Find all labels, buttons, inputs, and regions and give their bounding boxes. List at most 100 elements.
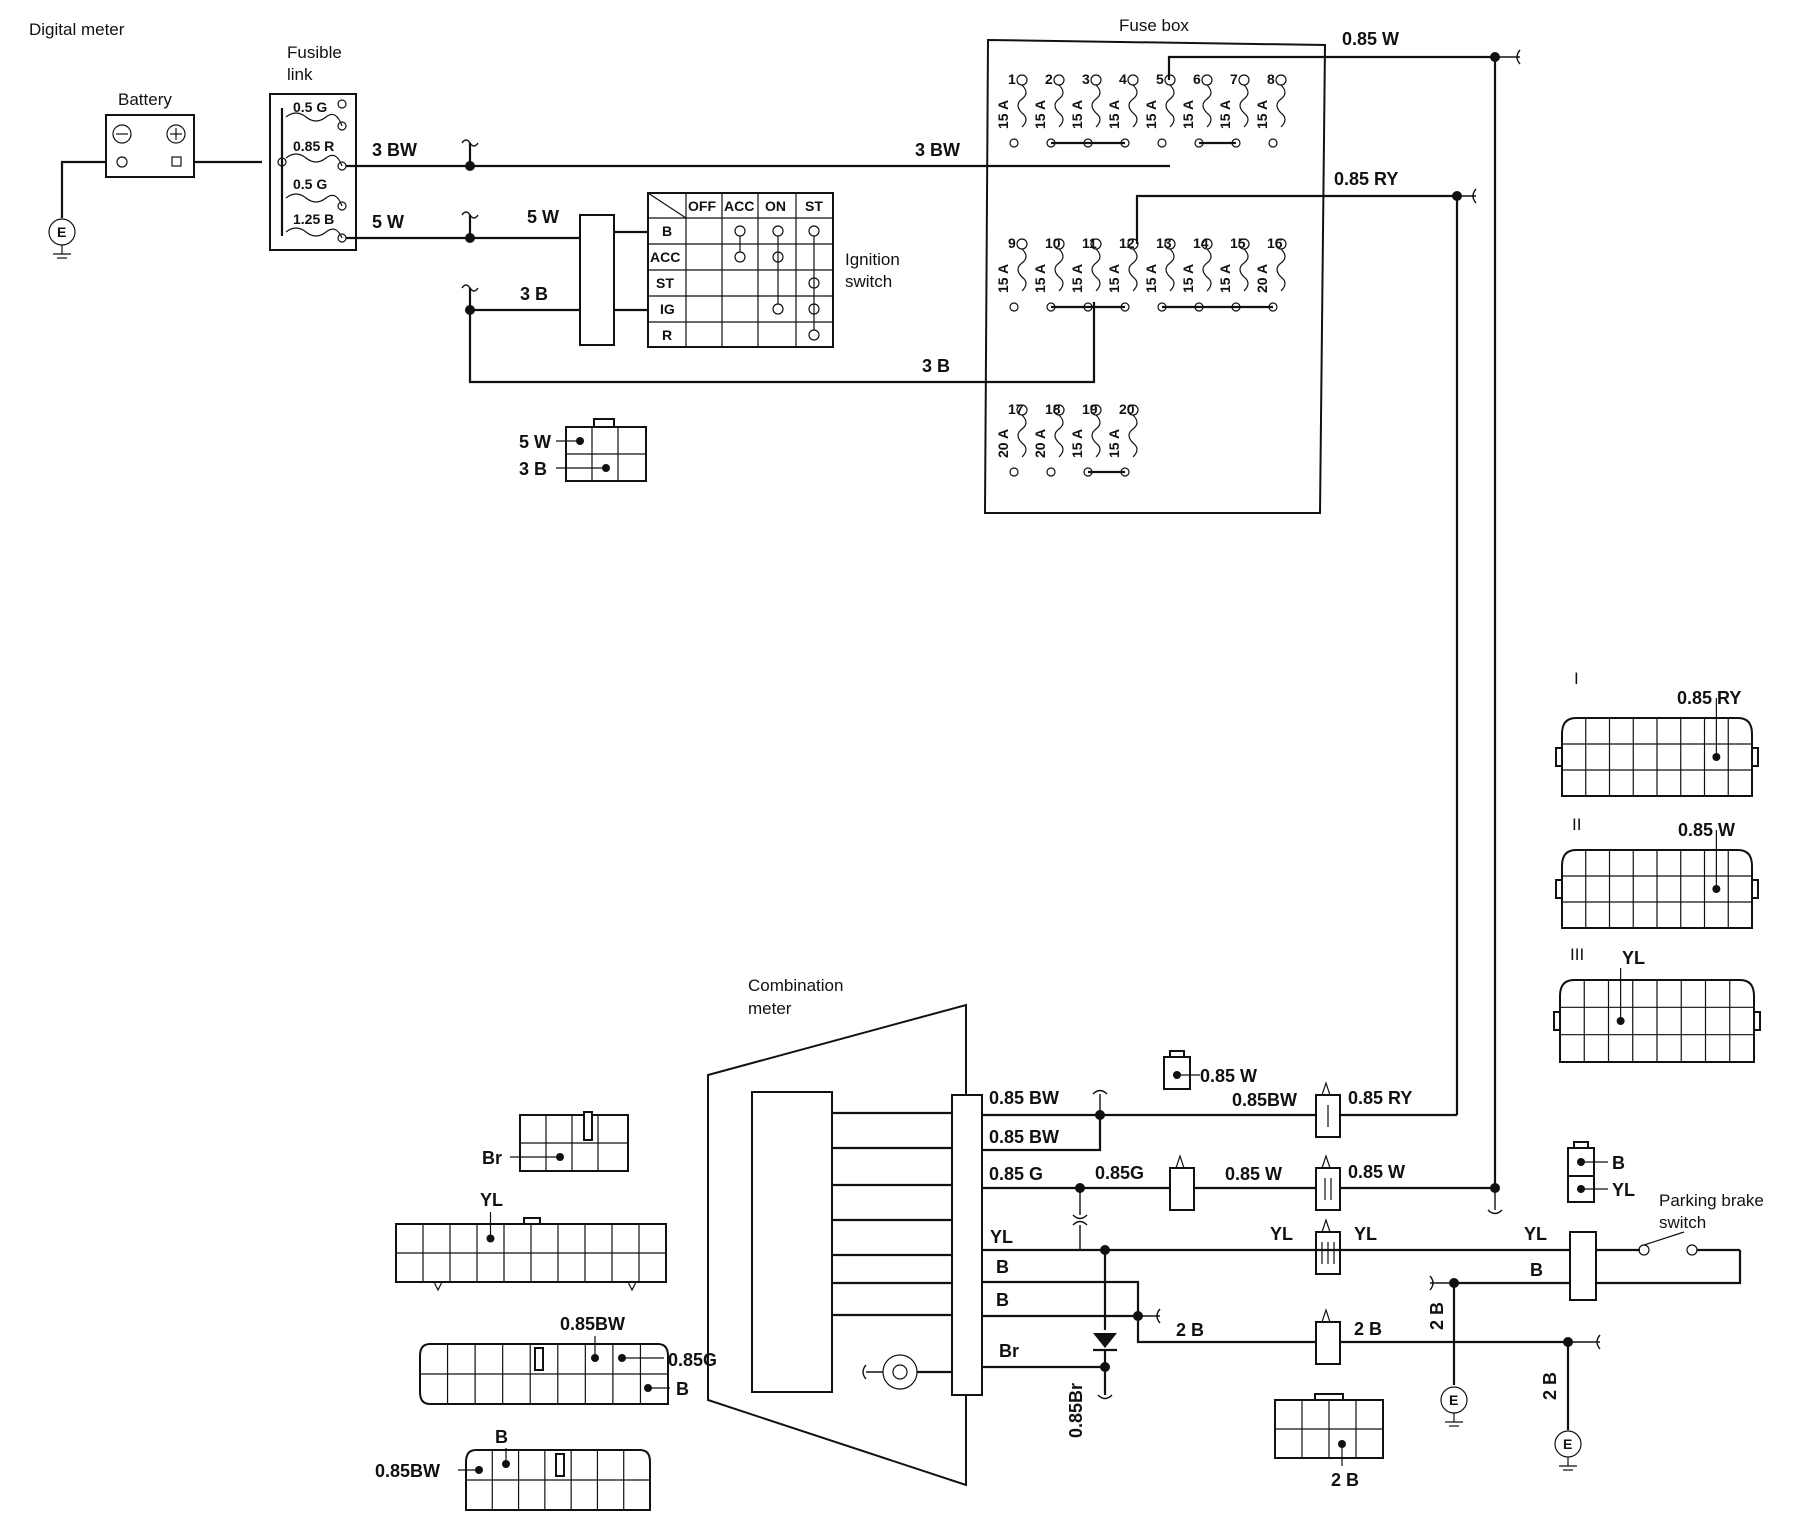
- meter-connector-b2-label: B: [495, 1427, 508, 1447]
- meter-085bw-label-1: 0.85 BW: [989, 1088, 1059, 1108]
- inline-ii-right-label: 0.85 W: [1348, 1162, 1405, 1182]
- connector-i: [1555, 698, 1759, 797]
- wire-085w-top: [1167, 55, 1495, 80]
- meter-connector-085bw-label: 0.85BW: [560, 1314, 625, 1334]
- junction-5w: [465, 233, 475, 243]
- wire-2b-label-a: 2 B: [1176, 1320, 1204, 1340]
- svg-text:0.5 G: 0.5 G: [293, 99, 327, 115]
- meter-connector-yl: [395, 1212, 667, 1292]
- connector-face-pb-yl: YL: [1612, 1180, 1635, 1200]
- svg-text:7: 7: [1230, 71, 1238, 87]
- svg-text:15 A: 15 A: [1143, 100, 1159, 129]
- svg-text:5: 5: [1156, 71, 1164, 87]
- wire-2b-ground-label: 2 B: [1540, 1372, 1560, 1400]
- svg-text:E: E: [57, 224, 66, 240]
- svg-text:15 A: 15 A: [1106, 100, 1122, 129]
- connector-iii: [1553, 968, 1761, 1063]
- battery-ground-wire: [60, 160, 106, 218]
- splice-yl: [1072, 1220, 1088, 1250]
- junction-3bw: [465, 161, 475, 171]
- svg-text:15 A: 15 A: [1069, 264, 1085, 293]
- svg-text:15 A: 15 A: [1032, 100, 1048, 129]
- meter-yl-label: YL: [990, 1227, 1013, 1247]
- connector-iii-label: III: [1570, 945, 1584, 964]
- svg-text:15 A: 15 A: [995, 100, 1011, 129]
- splice-2b-right: [1568, 1334, 1601, 1350]
- meter-connector-085g-label: 0.85G: [668, 1350, 717, 1370]
- svg-text:4: 4: [1119, 71, 1127, 87]
- svg-text:15 A: 15 A: [1217, 264, 1233, 293]
- fuse-7: 7 15 A: [1217, 71, 1250, 148]
- fuse-3: 3 15 A: [1069, 71, 1102, 148]
- wire-3bw-label-a: 3 BW: [372, 140, 417, 160]
- ign-row-r: R: [662, 327, 672, 343]
- battery-pos-post: [171, 156, 182, 167]
- ign-col-acc: ACC: [724, 198, 754, 214]
- combination-meter-label-2: meter: [748, 999, 792, 1018]
- wire-085w-mid-label: 0.85 W: [1225, 1164, 1282, 1184]
- diagram-title: Digital meter: [29, 20, 125, 39]
- diode-icon: [1093, 1333, 1117, 1352]
- svg-text:9: 9: [1008, 235, 1016, 251]
- svg-text:15 A: 15 A: [1032, 264, 1048, 293]
- wire-3b-label-a: 3 B: [520, 284, 548, 304]
- wire-2b: [1136, 1316, 1568, 1344]
- fuse-8: 815 A: [1254, 71, 1287, 148]
- meter-b-label-2: B: [996, 1290, 1009, 1310]
- meter-connector-085bw-g: [419, 1336, 670, 1405]
- fuse-9: 915 A: [995, 235, 1028, 312]
- parking-brake-label-2: switch: [1659, 1213, 1706, 1232]
- fusible-link-label-1: Fusible: [287, 43, 342, 62]
- ignition-connector-face: [556, 418, 647, 482]
- svg-text:20 A: 20 A: [1254, 264, 1270, 293]
- svg-text:11: 11: [1082, 235, 1097, 251]
- svg-text:1: 1: [1008, 71, 1016, 87]
- svg-text:15 A: 15 A: [1217, 100, 1233, 129]
- ign-col-off: OFF: [688, 198, 716, 214]
- connector-iii-wire: YL: [1622, 948, 1645, 968]
- ign-row-ig: IG: [660, 301, 675, 317]
- wire-b-1: [982, 1280, 1140, 1316]
- svg-text:20 A: 20 A: [1032, 429, 1048, 458]
- inline-connector-iii: [1315, 1218, 1341, 1275]
- svg-text:3: 3: [1082, 71, 1090, 87]
- combination-meter: [707, 1003, 967, 1487]
- svg-text:0.85 R: 0.85 R: [293, 138, 334, 154]
- ign-row-b: B: [662, 223, 672, 239]
- parking-brake-switch-icon: [1596, 1231, 1742, 1285]
- combination-meter-label-1: Combination: [748, 976, 843, 995]
- fusible-link-input: [277, 157, 287, 167]
- ignition-switch-label-1: Ignition: [845, 250, 900, 269]
- svg-text:15 A: 15 A: [1180, 100, 1196, 129]
- meter-connector-b-label: B: [676, 1379, 689, 1399]
- meter-connector-br-label: Br: [482, 1148, 502, 1168]
- wire-2b-label-b: 2 B: [1354, 1319, 1382, 1339]
- inline-i-right-label: 0.85 RY: [1348, 1088, 1412, 1108]
- face-5w-label: 5 W: [519, 432, 551, 452]
- combination-meter-display: [751, 1091, 833, 1393]
- fusible-link: [269, 93, 357, 251]
- inline-connector-ii: [1315, 1154, 1341, 1211]
- svg-text:6: 6: [1193, 71, 1201, 87]
- meter-internal-wires: [832, 1111, 952, 1317]
- meter-085bw-label-2: 0.85 BW: [989, 1127, 1059, 1147]
- connector-face-2b: [1274, 1393, 1384, 1466]
- wire-5w-label-b: 5 W: [527, 207, 559, 227]
- meter-connector-yl-label: YL: [480, 1190, 503, 1210]
- meter-085g-label: 0.85 G: [989, 1164, 1043, 1184]
- connector-ii-label: II: [1572, 815, 1581, 834]
- inline-i-left-label: 0.85BW: [1232, 1090, 1297, 1110]
- svg-text:15 A: 15 A: [1069, 100, 1085, 129]
- svg-text:8: 8: [1267, 71, 1275, 87]
- fuse-1: 1 15 A: [995, 71, 1028, 148]
- meter-br-label: Br: [999, 1341, 1019, 1361]
- wire-3b-return: [468, 302, 1096, 384]
- fusible-link-elements: 0.5 G 0.85 R 0.5 G 1.25 B: [285, 99, 347, 243]
- svg-text:E: E: [1563, 1436, 1572, 1452]
